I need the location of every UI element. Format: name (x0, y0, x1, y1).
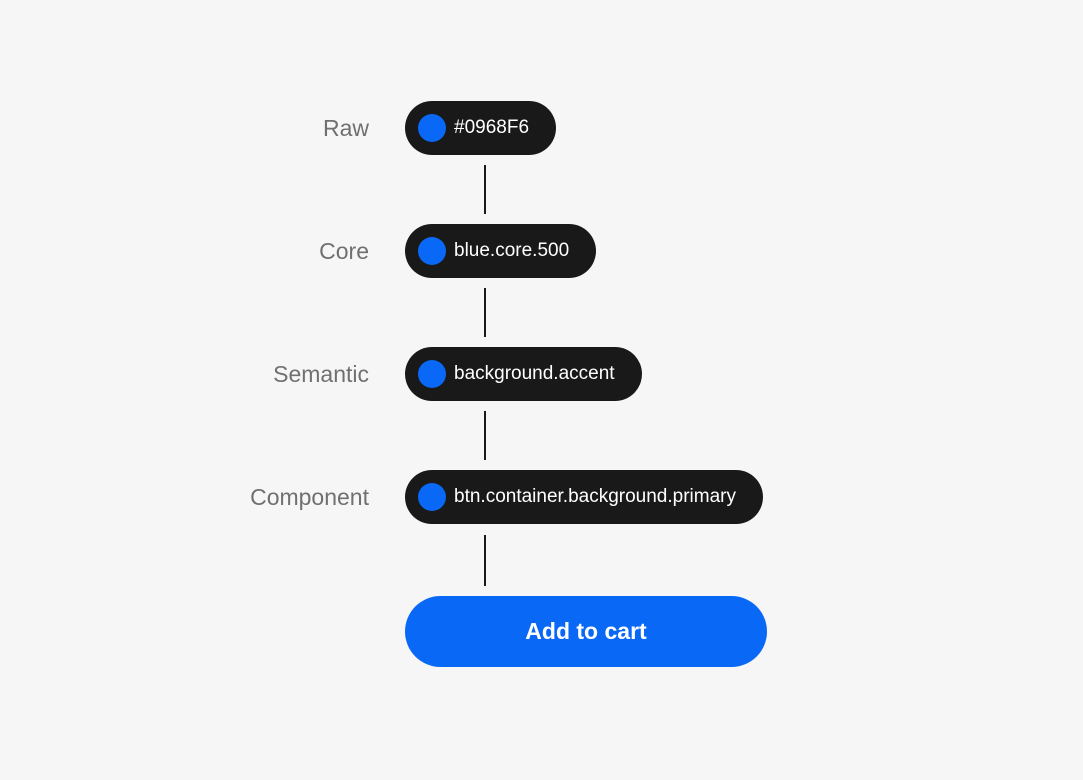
connector-line (484, 535, 486, 586)
level-label-raw: Raw (322, 115, 369, 141)
token-name: btn.container.background.primary (454, 486, 736, 507)
token-name: blue.core.500 (454, 240, 570, 261)
token-pill-semantic: background.accent (405, 347, 642, 401)
token-pill-raw: #0968F6 (405, 101, 557, 155)
level-label-semantic: Semantic (273, 361, 369, 387)
token-name: #0968F6 (454, 117, 530, 138)
color-swatch-icon (418, 360, 446, 388)
color-swatch-icon (418, 483, 446, 511)
connector-line (484, 411, 486, 460)
level-label-core: Core (319, 238, 369, 264)
color-swatch-icon (418, 114, 446, 142)
level-label-component: Component (250, 484, 369, 510)
token-name: background.accent (454, 363, 615, 384)
token-pill-component: btn.container.background.primary (405, 470, 763, 524)
color-swatch-icon (418, 237, 446, 265)
connector-line (484, 288, 486, 337)
connector-line (484, 165, 486, 214)
add-to-cart-button[interactable]: Add to cart (405, 596, 767, 667)
token-pill-core: blue.core.500 (405, 224, 597, 278)
